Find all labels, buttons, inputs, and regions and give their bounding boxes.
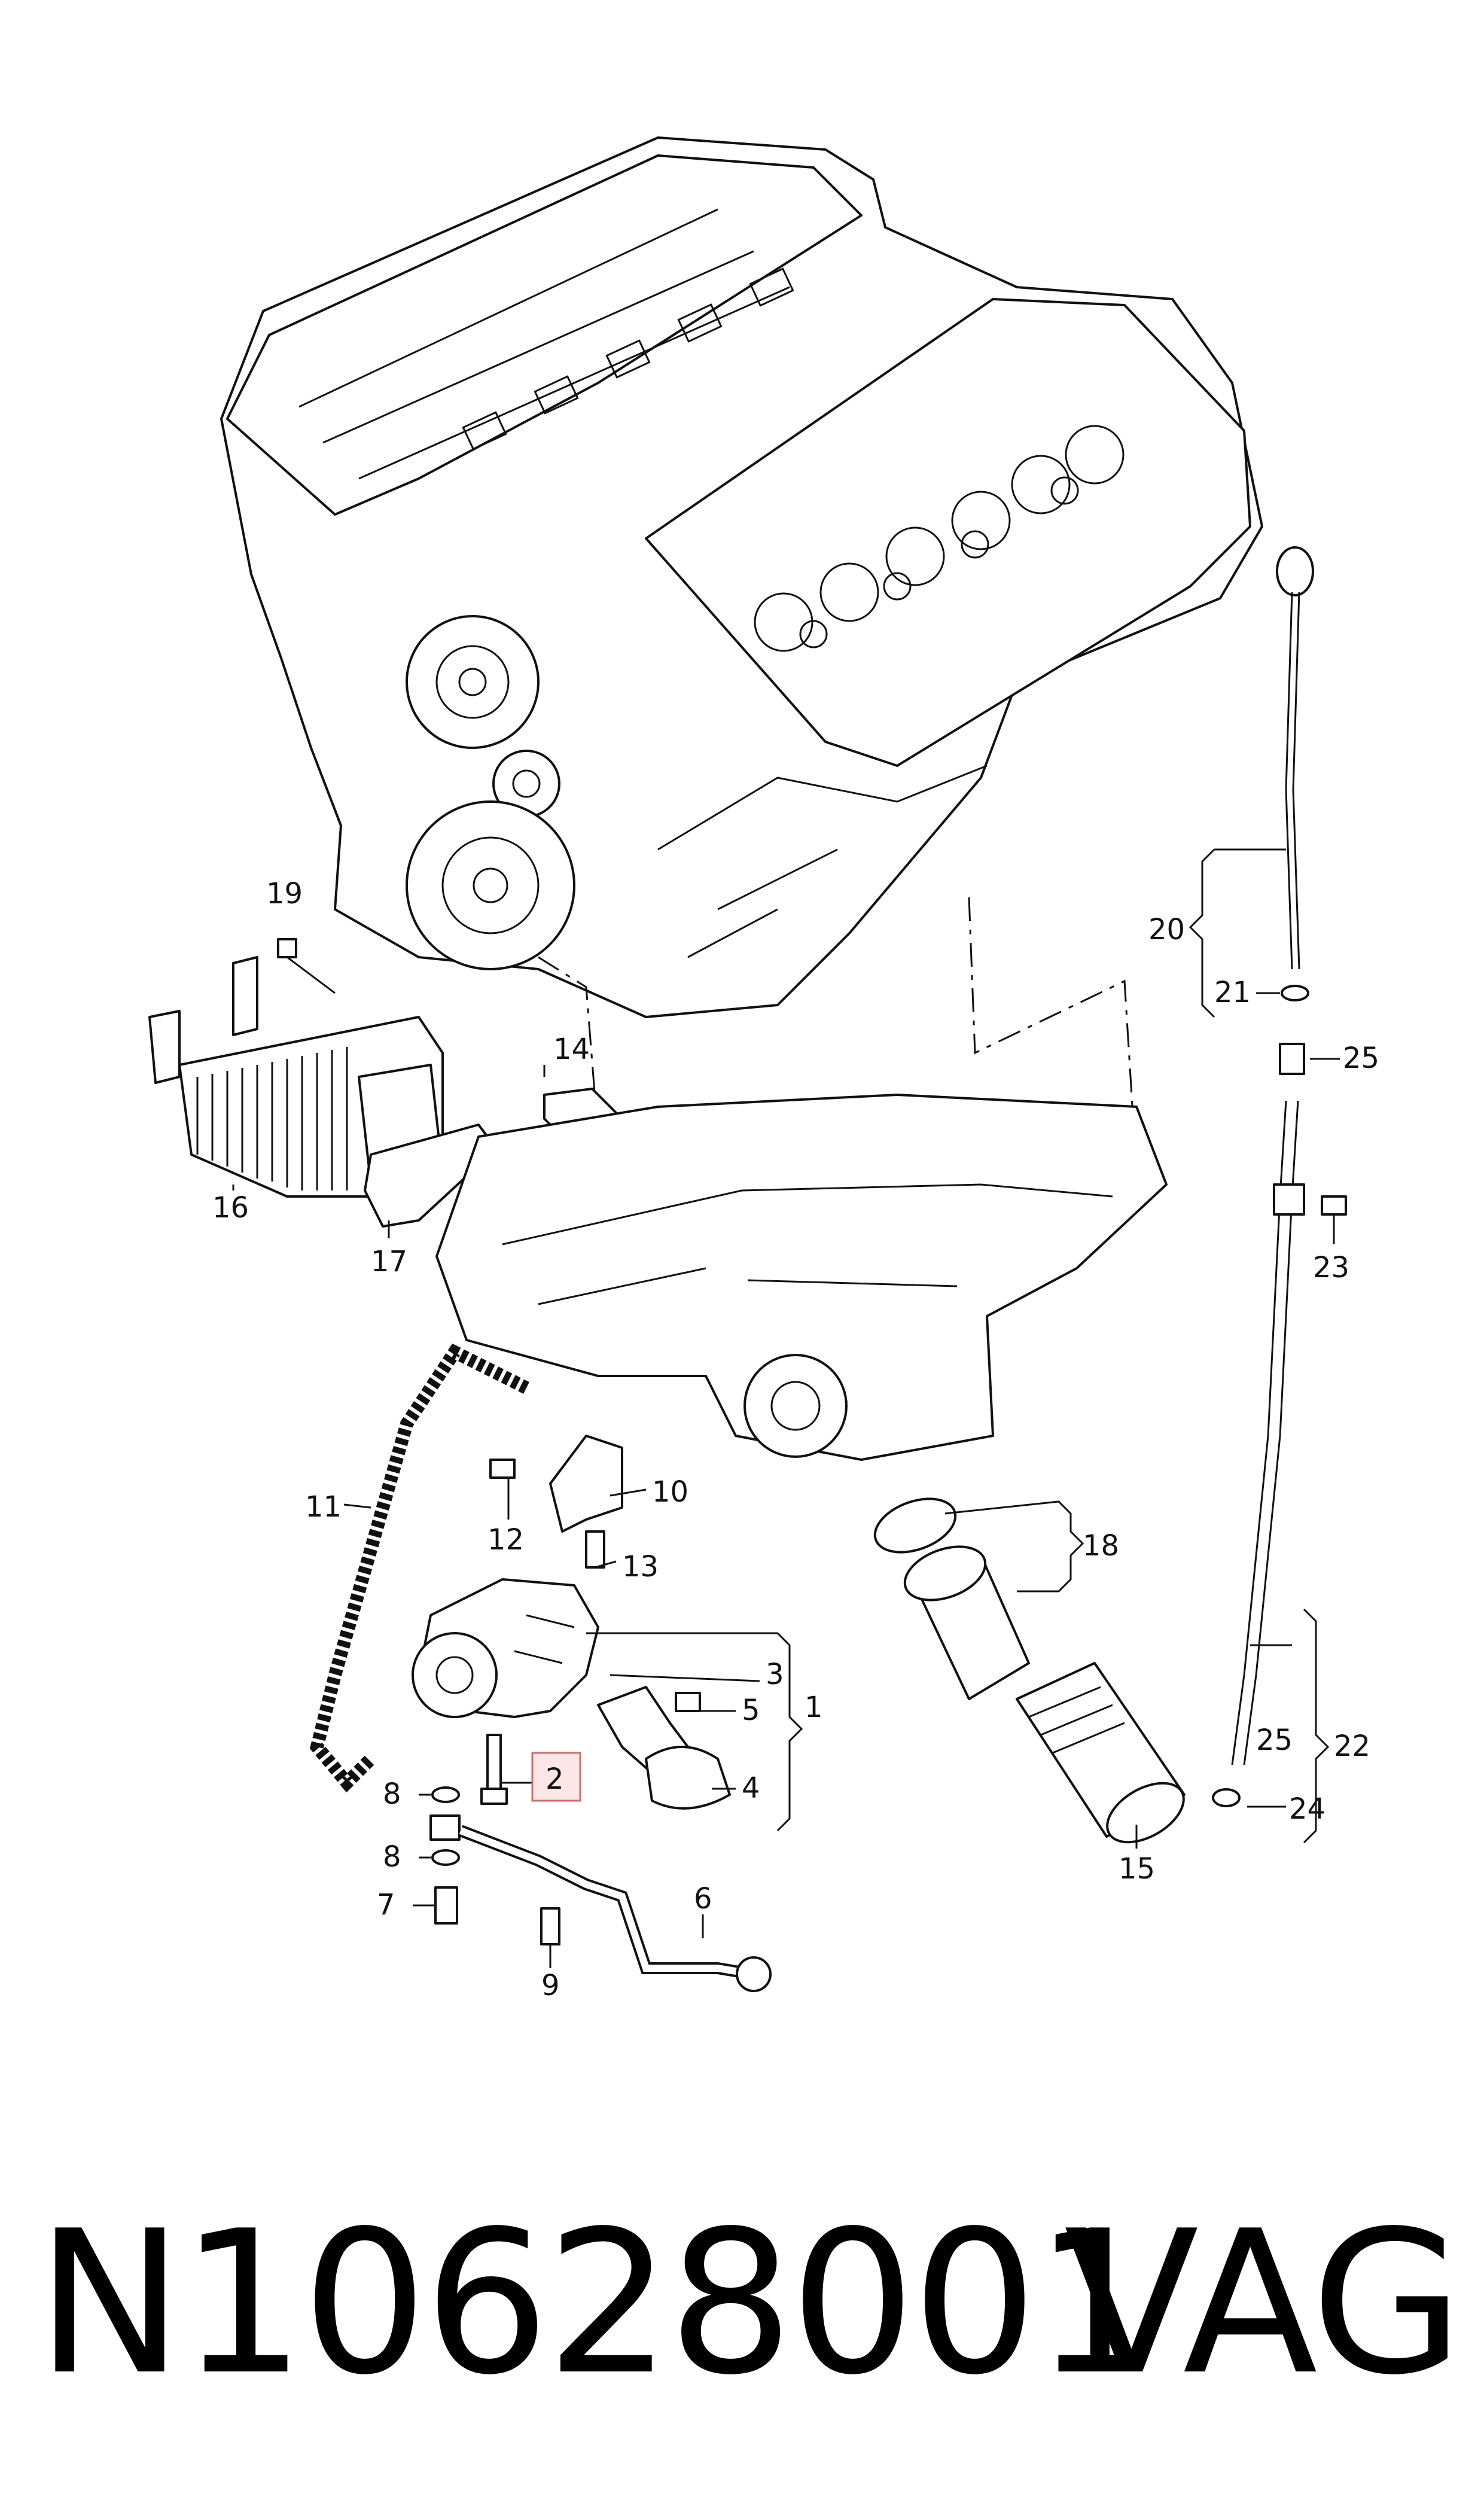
callout-22: 22	[1334, 1730, 1370, 1763]
callout-14: 14	[553, 1033, 590, 1066]
callout-2: 2	[546, 1762, 564, 1796]
leader-lines	[232, 848, 1340, 1968]
oil-pickup	[597, 1686, 731, 1810]
callout-13: 13	[622, 1550, 659, 1584]
callout-21: 21	[1214, 976, 1251, 1009]
oil-cooler-gasket	[364, 1123, 498, 1228]
drive-chain	[309, 1343, 529, 1793]
callout-25a: 25	[1343, 1042, 1379, 1075]
callout-25b: 25	[1256, 1724, 1293, 1757]
callout-15: 15	[1119, 1852, 1155, 1886]
highlight-box-2	[531, 1752, 581, 1802]
callout-18: 18	[1083, 1529, 1119, 1563]
exhaust-ports	[462, 267, 794, 450]
callout-12: 12	[487, 1523, 524, 1557]
callout-23: 23	[1313, 1251, 1349, 1284]
engine-block	[220, 136, 1263, 1018]
bolt-19	[277, 938, 336, 994]
callout-17: 17	[371, 1245, 407, 1278]
callout-8b: 8	[383, 1840, 401, 1874]
callout-1: 1	[805, 1691, 823, 1724]
footer: N10628001 VAG	[0, 2178, 1484, 2429]
callout-20: 20	[1148, 913, 1185, 946]
callout-19: 19	[266, 877, 303, 911]
callout-11: 11	[305, 1490, 342, 1524]
pulleys	[406, 615, 575, 970]
part-number: N10628001	[36, 2188, 1160, 2418]
oil-pan	[435, 1094, 1168, 1461]
dipstick	[1212, 546, 1347, 1807]
callout-4: 4	[742, 1771, 760, 1805]
alignment-line-center	[968, 897, 1138, 1173]
callout-5: 5	[742, 1694, 760, 1727]
oil-filter	[873, 1497, 1186, 1844]
alignment-line-left	[538, 956, 599, 1137]
brand-name: VAG	[1064, 2188, 1464, 2418]
callout-9: 9	[541, 1969, 560, 2002]
callout-labels: 1 2 3 4 5 6 7 8 8 9 10 11 12 13 14 15 16…	[212, 877, 1379, 2002]
oil-pump	[412, 1578, 599, 1718]
cam-cover-holes	[754, 425, 1125, 652]
bolt-2	[480, 1734, 508, 1805]
callout-6: 6	[694, 1882, 712, 1916]
callout-7: 7	[377, 1888, 395, 1922]
bolt-5	[675, 1692, 701, 1712]
callout-16: 16	[212, 1191, 249, 1225]
callout-8a: 8	[383, 1777, 401, 1811]
callout-24: 24	[1289, 1792, 1325, 1826]
callout-3: 3	[766, 1658, 784, 1691]
callout-10: 10	[652, 1475, 688, 1509]
parts-diagram: 1 2 3 4 5 6 7 8 8 9 10 11 12 13 14 15 16…	[148, 136, 1379, 2002]
